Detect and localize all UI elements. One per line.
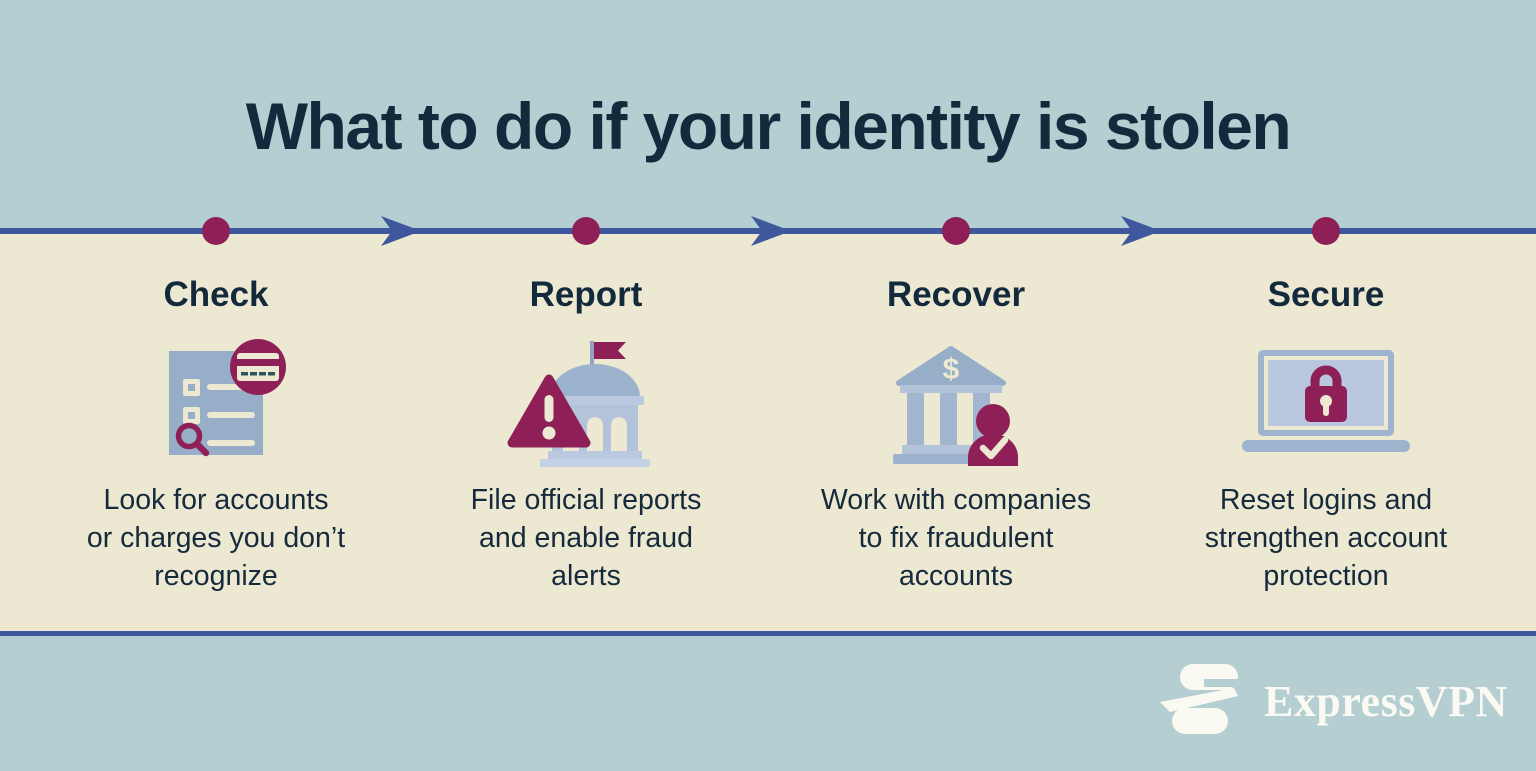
laptop-padlock-icon bbox=[1242, 350, 1410, 452]
step-description: Look for accounts or charges you don’t r… bbox=[86, 484, 346, 592]
step-check: Check bbox=[36, 234, 396, 595]
brand-logo: ExpressVPN bbox=[1158, 662, 1508, 740]
step-label: Secure bbox=[1267, 275, 1385, 314]
header-band bbox=[0, 0, 1536, 228]
footer-divider-line bbox=[0, 631, 1536, 636]
step-label: Check bbox=[163, 275, 269, 314]
timeline-dot bbox=[942, 217, 970, 245]
bank-person-check-icon: $ bbox=[893, 346, 1018, 466]
document-search-icon bbox=[169, 339, 286, 457]
arrow-right-icon bbox=[381, 216, 421, 246]
timeline-dot bbox=[202, 217, 230, 245]
dollar-sign: $ bbox=[943, 353, 960, 386]
arrow-right-icon bbox=[1121, 216, 1161, 246]
step-description: File official reports and enable fraud a… bbox=[470, 484, 702, 592]
timeline-dot bbox=[1312, 217, 1340, 245]
step-description: Work with companies to fix fraudulent ac… bbox=[820, 484, 1092, 592]
page-title: What to do if your identity is stolen bbox=[245, 89, 1292, 163]
step-report: Report File official reports an bbox=[406, 234, 766, 595]
step-label: Report bbox=[529, 275, 643, 314]
footer-band bbox=[0, 636, 1536, 771]
expressvpn-logo-icon bbox=[1160, 664, 1242, 734]
step-description: Reset logins and strengthen account prot… bbox=[1204, 484, 1448, 592]
government-building-warning-icon bbox=[507, 341, 650, 467]
arrow-right-icon bbox=[751, 216, 791, 246]
step-recover: Recover $ Work with companies to fix fra… bbox=[776, 234, 1136, 595]
step-secure: Secure Reset logins and strengthen accou… bbox=[1146, 234, 1506, 595]
step-label: Recover bbox=[886, 275, 1026, 314]
brand-name: ExpressVPN bbox=[1264, 676, 1508, 726]
timeline-dot bbox=[572, 217, 600, 245]
